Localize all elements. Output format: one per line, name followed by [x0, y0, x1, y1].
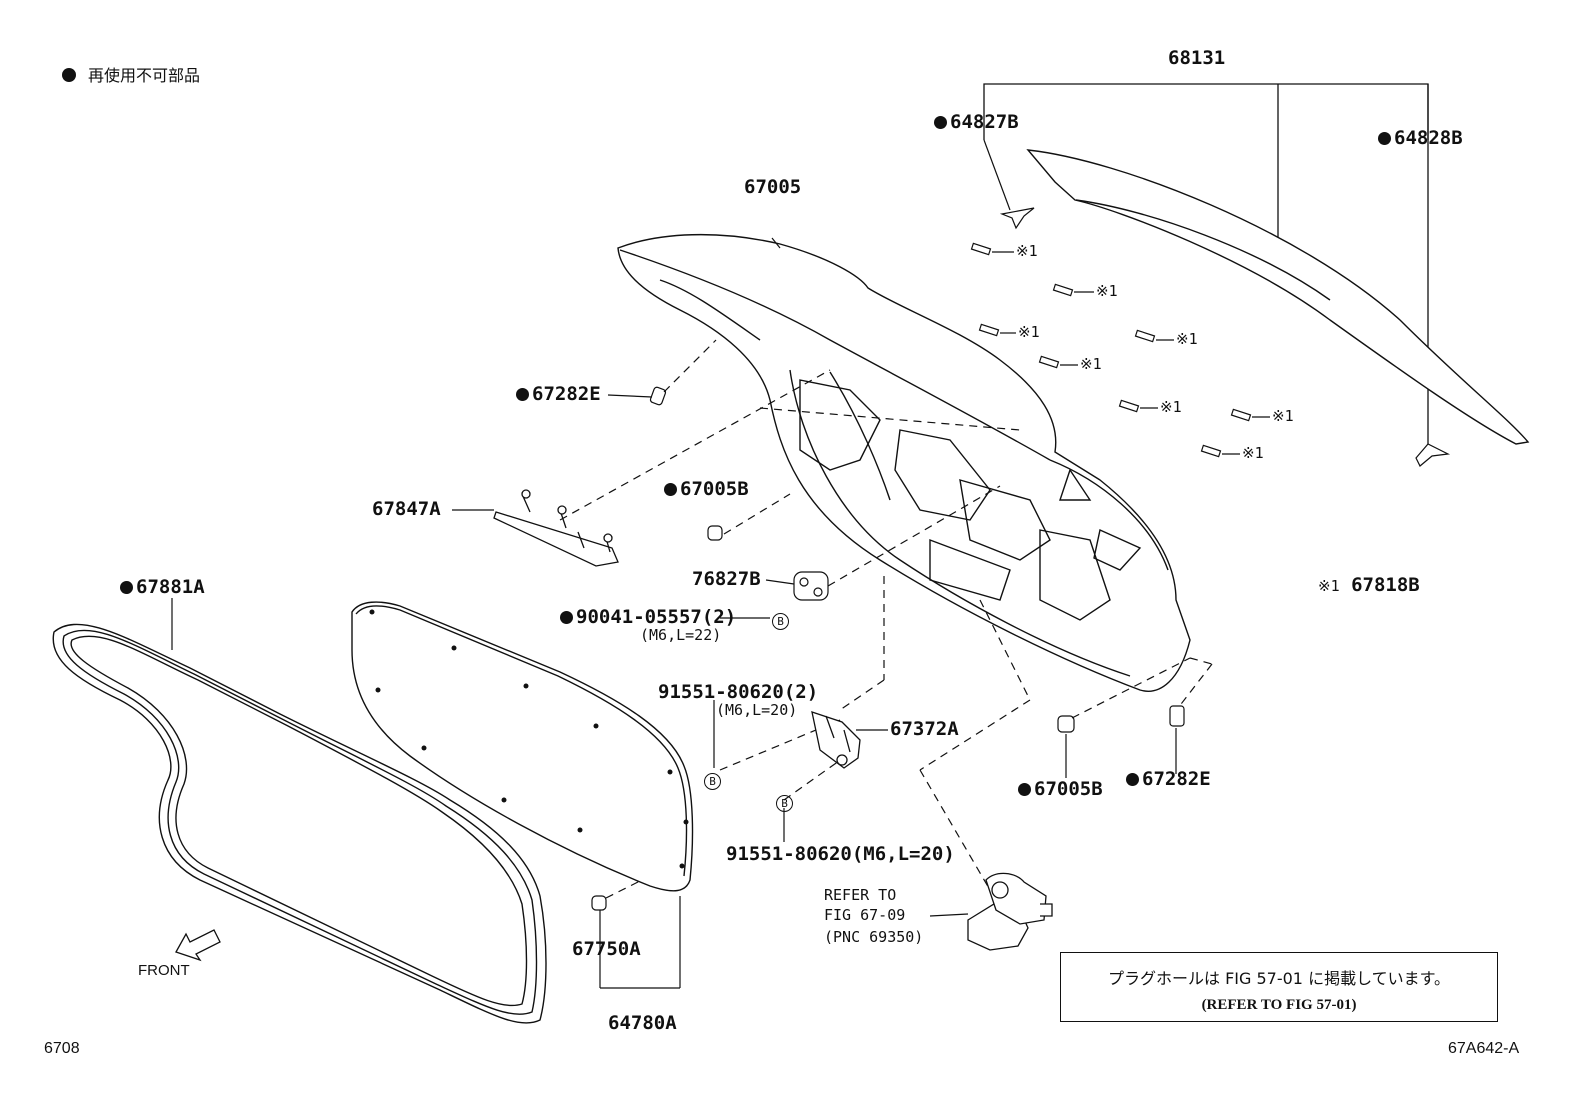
label-67750A: 67750A [572, 938, 641, 960]
leader-lines [171, 237, 1177, 989]
clip-group [970, 242, 1252, 458]
trunk-lid [617, 233, 1191, 692]
clip-marker: ※1 [1080, 355, 1102, 373]
label-91551-80620-qty2: 91551-80620(2) [658, 681, 819, 703]
label-64780A: 64780A [608, 1012, 677, 1034]
trim-board [351, 601, 694, 892]
label-67818B: ※1 67818B [1318, 574, 1420, 596]
label-64828B: 64828B [1378, 129, 1463, 148]
label-67372A: 67372A [890, 718, 959, 740]
clip-marker: ※1 [1272, 407, 1294, 425]
label-90041-spec: (M6,L=22) [640, 626, 722, 644]
clip-marker: ※1 [1018, 323, 1040, 341]
label-76827B: 76827B [692, 568, 761, 590]
note-english: (REFER TO FIG 57-01) [1201, 997, 1357, 1013]
lock-actuator [967, 872, 1053, 951]
non-reusable-dot-icon [516, 388, 529, 401]
license-light-garnish [493, 489, 619, 567]
note-japanese: プラグホールは FIG 57-01 に掲載しています。 [1108, 969, 1450, 988]
ref-b-marker-2: B [704, 770, 721, 790]
clip-marker: ※1 [1160, 398, 1182, 416]
legend: 再使用不可部品 [62, 62, 200, 86]
ref-b-marker-1: B [772, 610, 789, 630]
lock-assembly [811, 711, 861, 769]
label-67282E-bottom: 67282E [1126, 770, 1211, 789]
label-91551-80620-single: 91551-80620(M6,L=20) [726, 843, 955, 865]
label-67282E-top: 67282E [516, 385, 601, 404]
bracket-64828B [1415, 443, 1451, 467]
label-67005B-bottom: 67005B [1018, 780, 1103, 799]
non-reusable-dot-icon [1126, 773, 1139, 786]
footer-right-code: 67A642-A [1448, 1040, 1520, 1057]
refer-line-3: (PNC 69350) [824, 928, 924, 946]
refer-line-2: FIG 67-09 [824, 906, 906, 924]
clip-leaders [992, 251, 1270, 455]
fasteners [591, 386, 1185, 911]
footer-left-code: 6708 [44, 1040, 80, 1057]
non-reusable-dot-icon [664, 483, 677, 496]
clip-marker: ※1 [1016, 242, 1038, 260]
label-67881A: 67881A [120, 578, 205, 597]
front-arrow-icon [175, 929, 221, 962]
label-91551-spec: (M6,L=20) [716, 701, 798, 719]
refer-line-1: REFER TO [824, 886, 897, 904]
label-90041-05557: 90041-05557(2) [560, 608, 736, 627]
label-67005B-top: 67005B [664, 480, 749, 499]
label-67847A: 67847A [372, 498, 441, 520]
legend-text: 再使用不可部品 [88, 66, 201, 85]
dot-icon [62, 68, 76, 82]
spoiler-leader-lines [983, 83, 1429, 452]
non-reusable-dot-icon [1378, 132, 1391, 145]
non-reusable-dot-icon [120, 581, 133, 594]
rear-spoiler [1026, 149, 1530, 445]
non-reusable-dot-icon [934, 116, 947, 129]
clip-marker: ※1 [1242, 444, 1264, 462]
clip-marker: ※1 [1096, 282, 1118, 300]
front-label: FRONT [138, 962, 190, 979]
dashed-lines [559, 339, 1213, 899]
label-64827B: 64827B [934, 113, 1019, 132]
bracket-64827B [999, 207, 1035, 230]
non-reusable-dot-icon [560, 611, 573, 624]
plug-hole-note: プラグホールは FIG 57-01 に掲載しています。 (REFER TO FI… [1060, 952, 1498, 1022]
clip-marker: ※1 [1176, 330, 1198, 348]
label-67005: 67005 [744, 176, 802, 198]
label-68131: 68131 [1168, 47, 1226, 69]
non-reusable-dot-icon [1018, 783, 1031, 796]
ref-b-marker-3: B [776, 792, 793, 812]
weatherstrip [52, 623, 547, 1024]
